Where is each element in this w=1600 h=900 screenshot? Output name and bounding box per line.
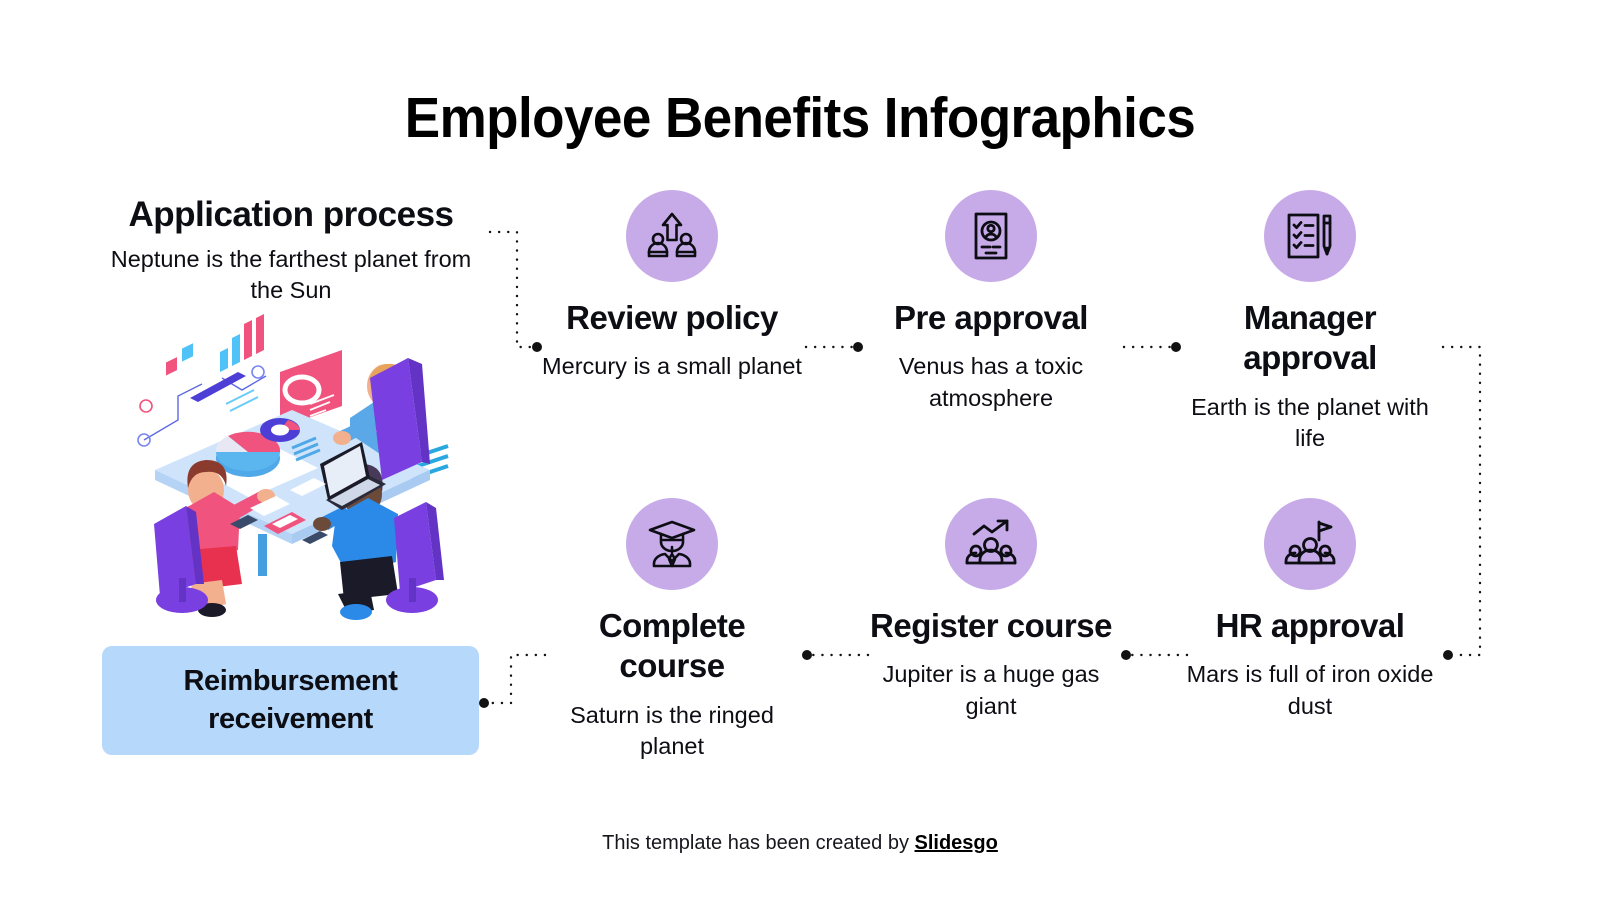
reimbursement-label: Reimbursement receivement bbox=[183, 665, 398, 735]
step-title: Pre approval bbox=[894, 299, 1088, 336]
step-description: Jupiter is a huge gas giant bbox=[882, 661, 1100, 719]
application-process-block: Application process Neptune is the farth… bbox=[100, 195, 482, 307]
step-title: Register course bbox=[870, 607, 1112, 644]
group-flag-goal-icon bbox=[1264, 498, 1356, 590]
step-title: HR approval bbox=[1215, 607, 1405, 644]
connector-dot bbox=[1443, 650, 1453, 660]
step-register-course[interactable]: Register course Jupiter is a huge gas gi… bbox=[861, 498, 1121, 722]
reimbursement-receivement-box[interactable]: Reimbursement receivement bbox=[102, 646, 479, 755]
slidesgo-link[interactable]: Slidesgo bbox=[914, 832, 998, 854]
step-complete-course[interactable]: Complete course Saturn is the ringed pla… bbox=[542, 498, 802, 762]
step-description: Earth is the planet with life bbox=[1191, 393, 1429, 451]
step-description: Venus has a toxic atmosphere bbox=[898, 353, 1084, 411]
step-title: Review policy bbox=[566, 299, 778, 336]
application-process-heading: Application process bbox=[128, 195, 454, 234]
connector-dot bbox=[802, 650, 812, 660]
step-description: Saturn is the ringed planet bbox=[570, 701, 774, 759]
step-review-policy[interactable]: Review policy Mercury is a small planet bbox=[542, 190, 802, 383]
step-description: Mercury is a small planet bbox=[542, 353, 802, 380]
step-manager-approval[interactable]: Manager approval Earth is the planet wit… bbox=[1180, 190, 1440, 454]
step-title: Manager approval bbox=[1243, 299, 1377, 377]
graduate-person-icon bbox=[626, 498, 718, 590]
checklist-pencil-icon bbox=[1264, 190, 1356, 282]
application-process-description: Neptune is the farthest planet from the … bbox=[110, 246, 472, 304]
footer-credit: This template has been created by Slides… bbox=[0, 832, 1600, 855]
footer-text: This template has been created by bbox=[602, 832, 915, 854]
id-card-person-icon bbox=[945, 190, 1037, 282]
page-title: Employee Benefits Infographics bbox=[404, 86, 1196, 150]
people-growth-arrow-icon bbox=[626, 190, 718, 282]
step-description: Mars is full of iron oxide dust bbox=[1186, 661, 1434, 719]
isometric-business-meeting-illustration bbox=[130, 312, 455, 630]
step-pre-approval[interactable]: Pre approval Venus has a toxic atmospher… bbox=[861, 190, 1121, 414]
connector-dot bbox=[1121, 650, 1131, 660]
connector-dot bbox=[532, 342, 542, 352]
step-title: Complete course bbox=[598, 607, 746, 685]
step-hr-approval[interactable]: HR approval Mars is full of iron oxide d… bbox=[1180, 498, 1440, 722]
group-trend-arrow-icon bbox=[945, 498, 1037, 590]
connector-dot bbox=[479, 698, 489, 708]
